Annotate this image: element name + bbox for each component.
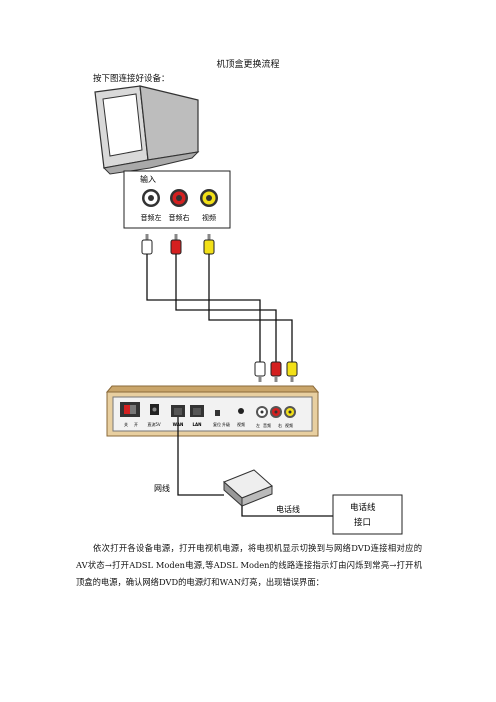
input-port-video [200,189,218,207]
rear-av-label-right: 右 [278,422,282,428]
reset-label: 复位 [213,421,221,427]
rca-plug-red-bottom [270,361,282,382]
power-switch-icon [120,402,140,417]
lan-label: LAN [193,422,202,427]
input-port-label-audio-left: 音频左 [141,213,162,222]
connection-diagram: 输入 音频左 音频右 视频 [94,85,403,535]
phone-cable-line [241,506,333,517]
dc-power-label: 直流5V [147,421,161,427]
rear-av-label-audio: 音频 [263,422,271,428]
video-out-port-icon [238,408,244,414]
network-cable-line [177,417,224,496]
rca-plug-white-bottom [254,361,266,382]
switch-on-label: 开 [134,422,138,427]
rear-av-port-yellow [284,406,296,418]
rca-plug-white-top [141,234,153,255]
adsl-modem-icon [223,469,273,508]
rear-av-port-red [270,406,282,418]
input-port-label-video: 视频 [202,213,216,222]
phone-jack-box [332,494,403,535]
instruction-paragraph: 依次打开各设备电源，打开电视机电源，将电视机显示切换到与网络DVD连接相对应的A… [76,543,422,587]
rear-av-label-left: 左 [256,422,260,428]
input-panel-title: 输入 [140,174,156,184]
rear-av-port-white [256,406,268,418]
reset-button-icon [215,410,220,416]
wan-port-icon [171,405,185,417]
rca-plug-yellow-bottom [286,361,298,382]
rca-plug-yellow-top [203,234,215,255]
upgrade-label: 升级 [222,421,230,427]
input-port-label-audio-right: 音频右 [169,213,190,222]
input-port-audio-left [142,189,160,207]
phone-jack-line2: 接口 [354,517,371,528]
intro-text: 按下图连接好设备： [93,74,170,84]
input-port-audio-right [170,189,188,207]
page-title: 机顶盒更换流程 [216,60,280,70]
tv-monitor-icon [94,85,200,175]
dc-power-jack-icon [150,404,159,415]
av-cable-lines [146,254,293,362]
network-cable-label: 网线 [154,483,170,493]
rca-plug-red-top [170,234,182,255]
lan-port-icon [190,405,204,417]
phone-cable-label: 电话线 [276,504,300,514]
input-panel: 输入 音频左 音频右 视频 [123,170,231,229]
switch-off-label: 关 [124,421,128,427]
set-top-box-rear-panel: 关 开 直流5V WAN LAN 复位 升级 视频 [105,385,320,437]
phone-jack-line1: 电话线 [350,502,376,513]
video-out-label: 视频 [237,421,245,427]
rear-av-label-video: 视频 [285,422,293,428]
